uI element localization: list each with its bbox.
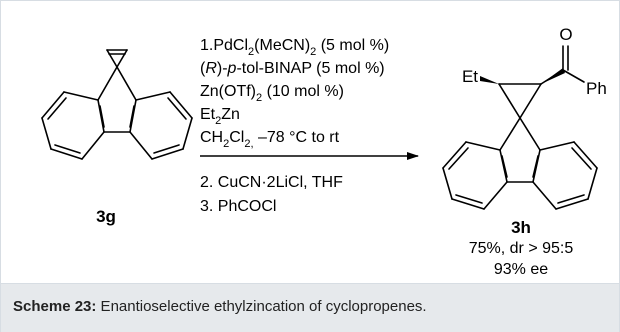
reaction-scheme: 3g 1.PdCl2(MeCN)2 (5 mol %) (R)-p-tol-BI… xyxy=(41,25,607,278)
wedge-bond-carbonyl xyxy=(541,68,565,84)
condition-line-4: Et2Zn xyxy=(200,106,240,127)
atom-label-et: Et xyxy=(462,67,478,86)
figure-caption: Scheme 23: Enantioselective ethylzincati… xyxy=(13,298,427,316)
atom-label-ph: Ph xyxy=(586,79,607,98)
caption-bar: Scheme 23: Enantioselective ethylzincati… xyxy=(1,283,619,332)
atom-label-o: O xyxy=(559,25,572,44)
reactant-structure-3g xyxy=(41,49,193,160)
product-label: 3h xyxy=(511,218,531,237)
reaction-conditions: 1.PdCl2(MeCN)2 (5 mol %) (R)-p-tol-BINAP… xyxy=(200,37,389,215)
caption-label: Scheme 23: xyxy=(13,298,97,315)
condition-line-6: 2. CuCN·2LiCl, THF xyxy=(200,174,343,191)
wedge-bond-et xyxy=(480,76,499,84)
product-ee: 93% ee xyxy=(494,261,548,278)
condition-line-1: 1.PdCl2(MeCN)2 (5 mol %) xyxy=(200,37,389,58)
condition-line-5: CH2Cl2, –78 °C to rt xyxy=(200,129,340,150)
condition-line-7: 3. PhCOCl xyxy=(200,198,276,215)
condition-line-3: Zn(OTf)2 (10 mol %) xyxy=(200,83,344,104)
product-structure-3h xyxy=(442,45,598,210)
product-yield-dr: 75%, dr > 95:5 xyxy=(469,240,574,257)
reactant-label: 3g xyxy=(96,207,116,226)
caption-text: Enantioselective ethylzincation of cyclo… xyxy=(96,298,427,315)
condition-line-2: (R)-p-tol-BINAP (5 mol %) xyxy=(200,60,385,77)
